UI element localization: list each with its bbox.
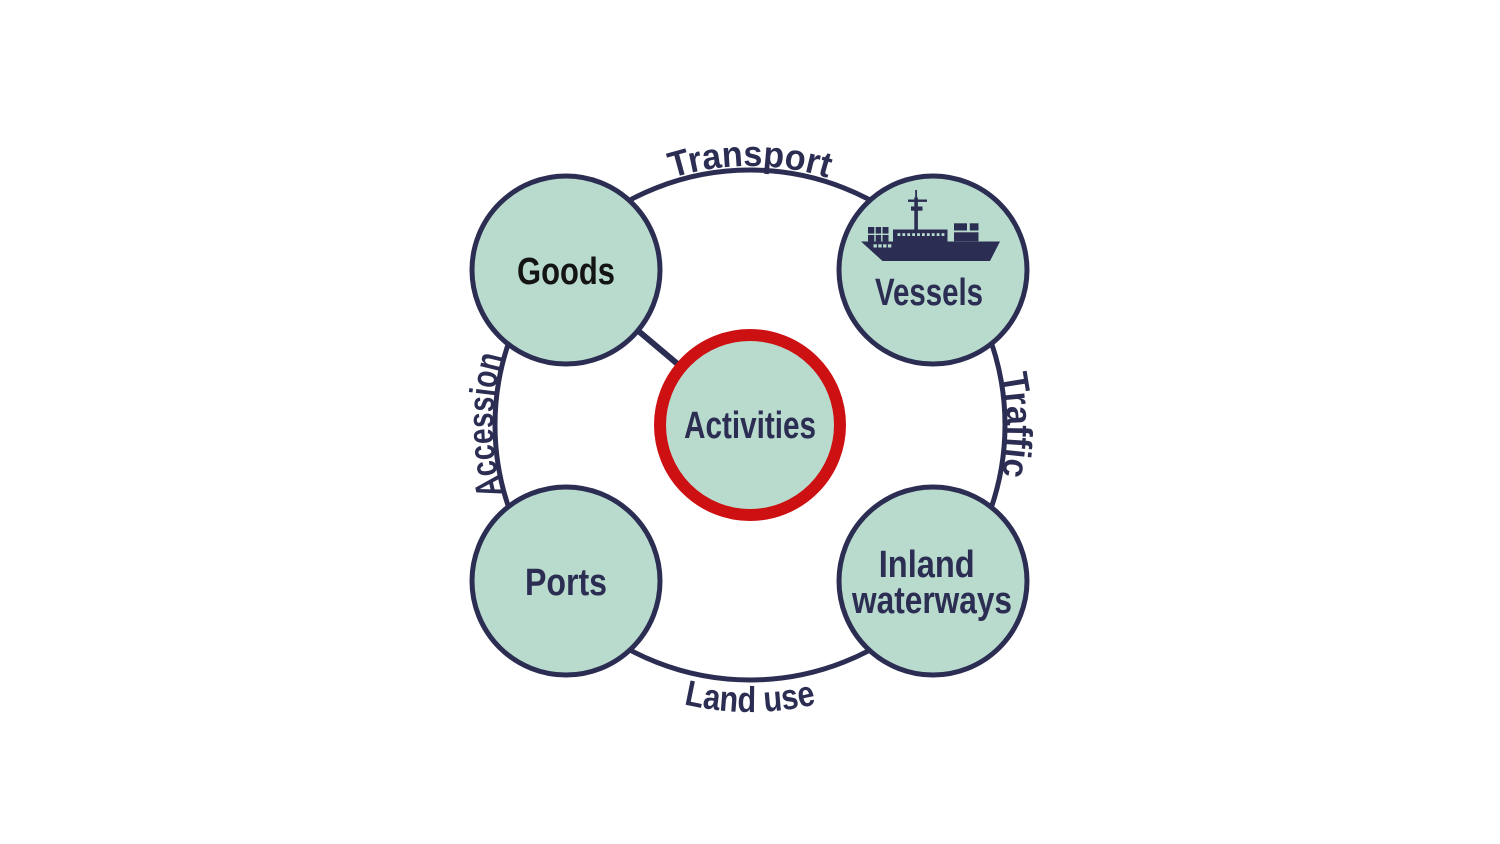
activities-label: Activities (684, 405, 816, 447)
inland-waterways-label: Inland waterways (851, 544, 1012, 622)
ring-label-transport: Transport (663, 133, 837, 186)
ports-label: Ports (525, 562, 607, 604)
vessels-label: Vessels (875, 272, 983, 314)
goods-circle (469, 173, 663, 367)
ports-circle (469, 484, 663, 678)
goods-label: Goods (517, 251, 615, 293)
cycle-ring (492, 167, 1008, 683)
ship-hull (861, 241, 1000, 261)
cargo-ship-icon (861, 190, 1000, 261)
ship-containers-right (954, 223, 979, 242)
ring-label-land-use: Land use (682, 672, 818, 720)
node-ports: Ports (469, 484, 663, 678)
node-activities: Activities (654, 329, 846, 521)
ship-mast (908, 190, 927, 233)
node-vessels: Vessels (836, 173, 1030, 367)
activities-circle (654, 329, 846, 521)
ship-containers-left (868, 227, 889, 242)
node-inland-waterways: Inland waterways (836, 484, 1030, 678)
inland-waterways-circle (836, 484, 1030, 678)
ring-label-traffic: Traffic (994, 369, 1040, 481)
vessels-circle (836, 173, 1030, 367)
ring-label-accession: Accession (460, 348, 510, 502)
ship-deckhouse (893, 229, 948, 242)
node-goods: Goods (469, 173, 663, 367)
